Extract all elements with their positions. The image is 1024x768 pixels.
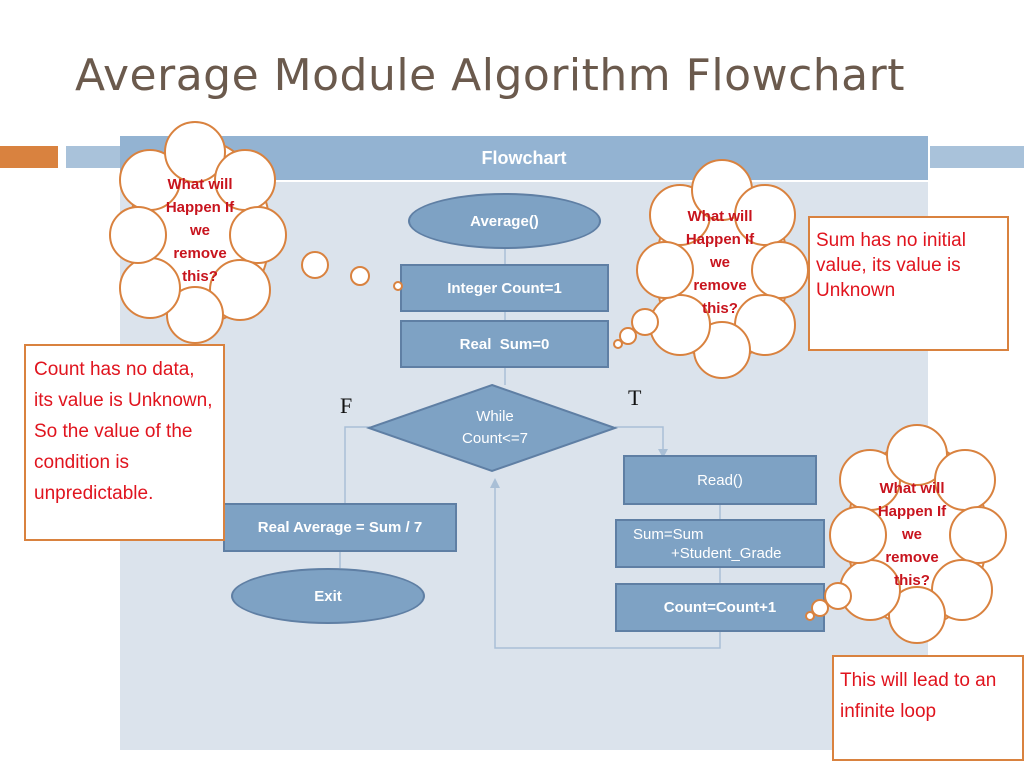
cloud-2-text: What will Happen If we remove this? [660,205,780,320]
cloud-1-bubble-medium [350,266,370,286]
cloud-1-line: remove [173,245,227,262]
node-average: Average() [408,193,601,249]
arrowhead-loop [490,478,500,488]
arrowhead-true [658,449,668,458]
node-real-average-label: Real Average = Sum / 7 [257,519,423,536]
cloud-2-line: Happen If [685,231,755,248]
node-real-sum-label: Real Sum=0 [459,335,550,353]
callout-count-note: Count has no data, its value is Unknown,… [24,344,225,541]
slide-title: Average Module Algorithm Flowchart [75,50,905,101]
cloud-2-bubble-large [631,308,659,336]
accent-bar-orange [0,146,58,168]
node-exit-label: Exit [314,587,342,605]
cloud-2-line: remove [693,277,747,294]
branch-label-false: F [340,393,353,418]
cloud-1-text: What will Happen If we remove this? [140,173,260,288]
cloud-1-line: this? [182,268,218,285]
node-exit: Exit [231,568,425,624]
cloud-3-line: What will [879,480,945,497]
cloud-3-line: we [901,526,922,543]
node-real-sum: Real Sum=0 [400,320,609,368]
cloud-2-line: we [709,254,730,271]
cloud-2-line: What will [687,208,753,225]
node-sum-update: Sum=Sum +Student_Grade [615,519,825,568]
sum-update-line-1: Sum=Sum [633,526,704,543]
cloud-3-line: remove [885,549,939,566]
callout-loop-note: This will lead to an infinite loop [832,655,1024,761]
connector-loop-back [494,480,721,649]
node-average-label: Average() [470,212,539,230]
cloud-1-bubble-large [301,251,329,279]
while-line-2: Count<=7 [462,430,528,447]
while-line-1: While [476,408,514,425]
accent-bar-blue-left [66,146,120,168]
node-real-average: Real Average = Sum / 7 [223,503,457,552]
cloud-1-line: we [189,222,210,239]
node-count-increment-label: Count=Count+1 [663,599,777,616]
cloud-3-shape [829,424,1007,644]
cloud-2-shape [636,159,809,379]
cloud-3-bubble-large [824,582,852,610]
cloud-3-bubble-medium [811,599,829,617]
cloud-2-line: this? [702,300,738,317]
cloud-2-bubble-medium [619,327,637,345]
cloud-1-line: Happen If [165,199,235,216]
connector-while-true [615,426,664,455]
node-read-label: Read() [697,471,743,489]
node-integer-count: Integer Count=1 [400,264,609,312]
node-while-label: While Count<=7 [430,406,560,450]
accent-bar-blue-right [930,146,1024,168]
cloud-3-line: Happen If [877,503,947,520]
node-count-increment: Count=Count+1 [615,583,825,632]
cloud-2-bubble-small [613,339,623,349]
connector-while-false [344,426,370,504]
branch-label-true: T [628,385,642,410]
cloud-3-line: this? [894,572,930,589]
sum-update-line-2: +Student_Grade [671,545,782,562]
cloud-1-bubble-small [393,281,403,291]
callout-sum-note: Sum has no initial value, its value is U… [808,216,1009,351]
cloud-3-text: What will Happen If we remove this? [852,477,972,592]
node-integer-count-label: Integer Count=1 [447,279,562,297]
cloud-1-line: What will [167,176,233,193]
node-read: Read() [623,455,817,505]
node-while-diamond [365,383,619,473]
cloud-3-bubble-small [805,611,815,621]
cloud-1-shape [109,121,287,344]
